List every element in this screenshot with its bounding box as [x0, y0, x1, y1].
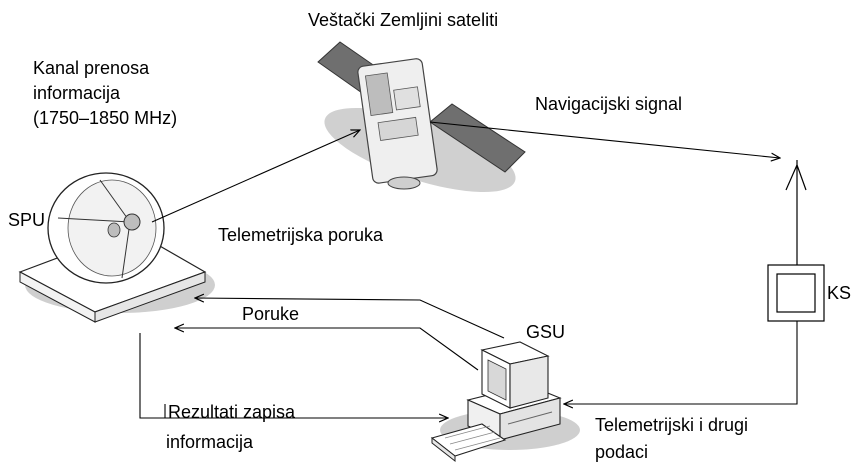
- messages-label: Poruke: [242, 304, 300, 324]
- channel-label-line3: (1750–1850 MHz): [33, 108, 178, 128]
- connector-lines: [139, 121, 798, 418]
- telemetry-data-label-line2: podaci: [595, 442, 649, 462]
- gsu-to-spu-arrow-2: [175, 328, 479, 371]
- results-label-line2: informacija: [166, 432, 254, 452]
- satellite-icon: [317, 41, 526, 193]
- ks-box: [767, 264, 825, 322]
- uplink-arrow: [151, 130, 360, 223]
- telemetry-message-label: Telemetrijska poruka: [218, 225, 384, 245]
- results-arrow: [139, 333, 448, 418]
- nav-signal-arrow: [429, 121, 780, 158]
- channel-label-line1: Kanal prenosa: [33, 58, 150, 78]
- gsu-label: GSU: [526, 322, 566, 342]
- spu-dish-icon: [18, 172, 215, 323]
- receiver-antenna-icon: [785, 160, 807, 265]
- results-label-line1: Rezultati zapisa: [168, 402, 296, 422]
- spu-label: SPU: [8, 210, 46, 230]
- channel-label-line2: informacija: [33, 83, 121, 103]
- ks-label: KS: [827, 283, 852, 303]
- satellite-label: Veštački Zemljini sateliti: [308, 10, 499, 30]
- nav-signal-label: Navigacijski signal: [535, 94, 683, 114]
- telemetry-data-label-line1: Telemetrijski i drugi: [595, 415, 749, 435]
- gsu-computer-icon: [430, 341, 580, 463]
- gsu-to-spu-arrow-1: [195, 298, 505, 339]
- ks-to-gsu-arrow: [564, 321, 798, 404]
